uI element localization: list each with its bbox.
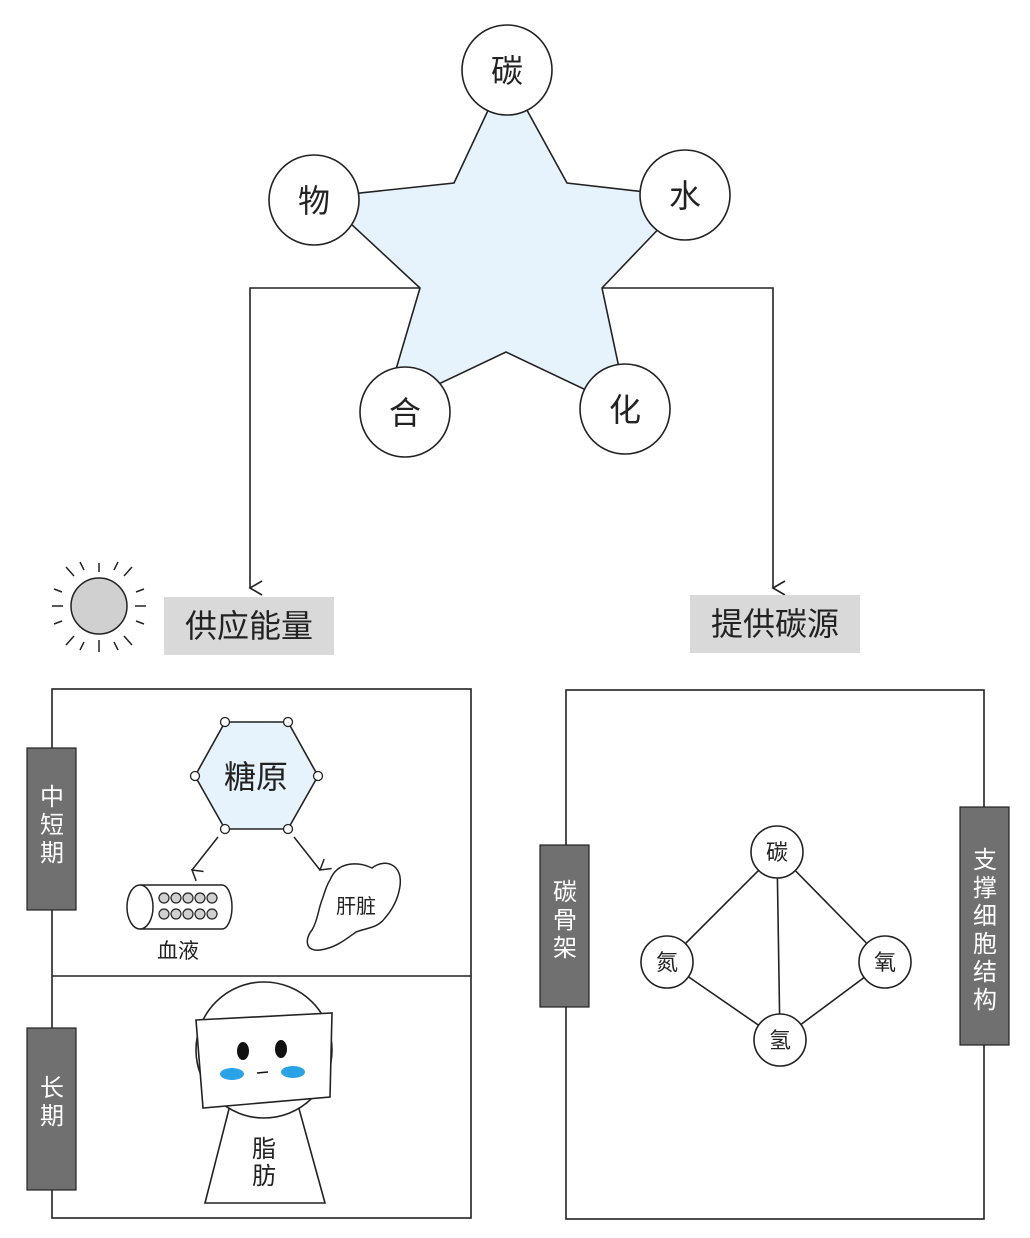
sun-icon (52, 561, 146, 652)
atom-nitrogen: 氮 (640, 935, 694, 989)
tab-structure-char: 撑 (973, 874, 997, 902)
tab-long-term-char: 期 (40, 1102, 64, 1130)
svg-text:供应能量: 供应能量 (185, 607, 313, 645)
tab-structure-char: 胞 (973, 930, 997, 958)
tab-long-term: 长 期 (26, 1027, 77, 1191)
tab-structure-char: 细 (973, 902, 997, 930)
star-node-top: 碳 (461, 24, 553, 116)
tab-carbon-skeleton: 碳 骨 架 (539, 844, 590, 1008)
atom-carbon: 碳 (750, 825, 804, 879)
svg-text:合: 合 (389, 394, 421, 432)
svg-text:碳: 碳 (491, 52, 523, 90)
liver-label: 肝脏 (336, 894, 376, 918)
tab-structure-char: 结 (973, 958, 997, 986)
arrow-to-liver (293, 836, 332, 871)
glycogen-hexagon: 糖原 (189, 716, 324, 835)
arrow-to-blood (190, 836, 219, 882)
star-diagram: 碳 物 水 合 化 (248, 24, 786, 596)
tab-short-term-char: 短 (40, 811, 64, 839)
atom-oxygen: 氧 (858, 935, 912, 989)
svg-text:氢: 氢 (769, 1029, 791, 1054)
tab-structure-char: 构 (973, 986, 997, 1014)
connector-energy (248, 287, 420, 596)
svg-text:碳: 碳 (766, 841, 788, 866)
star-node-bottom-right: 化 (579, 363, 671, 455)
right-panel: 碳 骨 架 支 撑 细 胞 结 构 碳 氮 (539, 689, 1010, 1220)
svg-text:氧: 氧 (874, 951, 896, 976)
tab-short-term-char: 中 (40, 783, 64, 811)
header-carbon-source: 提供碳源 (690, 595, 860, 653)
header-energy: 供应能量 (164, 597, 334, 655)
svg-text:提供碳源: 提供碳源 (711, 605, 839, 643)
star-node-bottom-left: 合 (359, 366, 451, 458)
svg-text:水: 水 (669, 177, 701, 215)
connector-carbon (602, 287, 786, 596)
tab-skeleton-char: 架 (553, 934, 577, 962)
svg-text:物: 物 (298, 182, 330, 220)
fat-character-icon (195, 981, 333, 1204)
svg-text:氮: 氮 (656, 951, 678, 976)
fat-label-line1: 脂 (252, 1135, 276, 1163)
atom-hydrogen: 氢 (753, 1013, 807, 1067)
left-panel: 中 短 期 长 期 糖原 (26, 688, 472, 1219)
tab-cell-structure: 支 撑 细 胞 结 构 (959, 806, 1010, 1046)
tab-skeleton-char: 碳 (553, 878, 577, 906)
star-node-left: 物 (268, 154, 360, 246)
tab-structure-char: 支 (973, 846, 997, 874)
blood-vessel-icon (126, 884, 233, 930)
star-node-right: 水 (639, 149, 731, 241)
svg-text:糖原: 糖原 (224, 758, 288, 796)
fat-label-line2: 肪 (252, 1162, 276, 1190)
liver-icon (306, 862, 401, 951)
star-shape (320, 70, 691, 412)
tab-short-term: 中 短 期 (26, 747, 77, 911)
tab-skeleton-char: 骨 (553, 906, 577, 934)
blood-label: 血液 (157, 939, 199, 963)
tab-short-term-char: 期 (40, 839, 64, 867)
tab-long-term-char: 长 (40, 1074, 64, 1102)
svg-text:化: 化 (609, 391, 641, 429)
